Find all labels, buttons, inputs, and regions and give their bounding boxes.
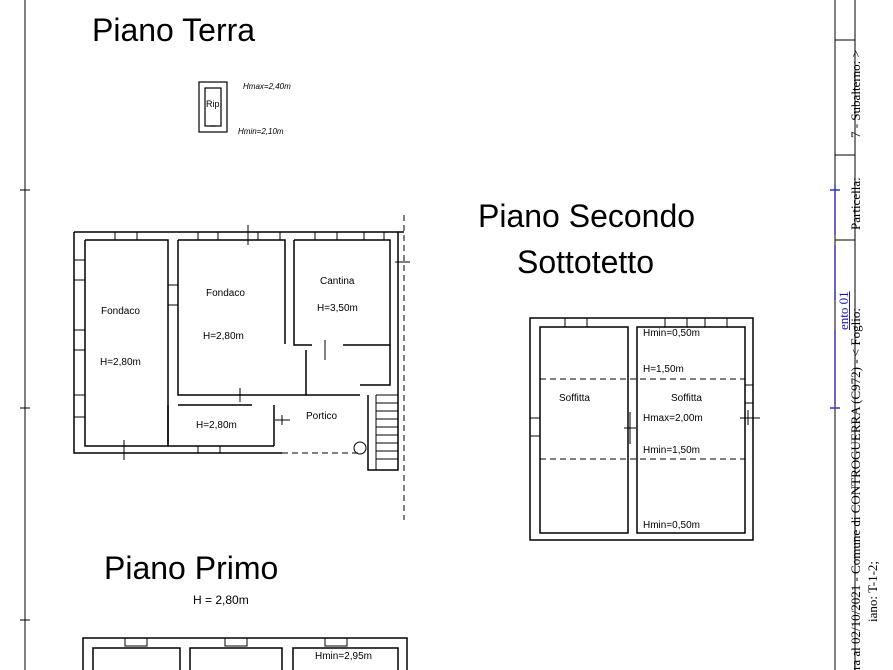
height-label: Hmin=0,50m: [643, 520, 700, 531]
room-name: Cantina: [320, 276, 355, 287]
room-name: Soffitta: [671, 393, 702, 404]
title-attic: Sottotetto: [517, 244, 654, 280]
cadastral-margin-link[interactable]: ento 01: [836, 291, 851, 330]
height-label: H=1,50m: [643, 364, 684, 375]
room-name: Soffitta: [559, 393, 590, 404]
height-label: Hmin=0,50m: [643, 328, 700, 339]
room-height: H=2,80m: [100, 357, 141, 368]
room-name: Portico: [306, 411, 338, 422]
ground-floor-windows: [73, 231, 385, 454]
cadastral-margin-text: ra al 02/10/2021 - Comune di CONTROGUERR…: [848, 308, 863, 670]
room-height: H=3,50m: [317, 303, 358, 314]
storage-tag: Rip.: [206, 99, 223, 109]
second-floor-height-lines: [540, 378, 745, 460]
second-floor-walls: [529, 317, 760, 541]
height-label: Hmin=2,95m: [315, 651, 372, 662]
title-second-floor: Piano Secondo: [478, 198, 696, 234]
margin-marks: [830, 185, 840, 409]
height-label: Hmax=2,00m: [643, 413, 703, 424]
floor-height: H = 2,80m: [193, 593, 249, 607]
second-floor-windows: [529, 317, 754, 437]
ground-floor-stairs: [353, 394, 398, 470]
room-height: H=2,80m: [203, 331, 244, 342]
room-name: Fondaco: [101, 306, 140, 317]
storage-hmax: Hmax=2,40m: [243, 82, 291, 91]
cadastral-margin-particella: Particella:: [848, 177, 863, 230]
ground-floor-doors: [123, 225, 410, 460]
room-name: Fondaco: [206, 288, 245, 299]
storage-room-outline: [198, 81, 228, 133]
cadastral-margin-subalterno: 7 - Subalterno: >: [848, 50, 863, 138]
height-label: Hmin=1,50m: [643, 445, 700, 456]
title-first-floor: Piano Primo: [104, 550, 279, 586]
title-ground-floor: Piano Terra: [92, 12, 256, 48]
right-frame-ticks: [835, 39, 855, 241]
storage-hmin: Hmin=2,10m: [238, 127, 284, 136]
room-height: H=2,80m: [196, 420, 237, 431]
cadastral-margin-floors: iano: T-1-2;: [865, 560, 880, 622]
first-floor-walls: [82, 637, 408, 670]
